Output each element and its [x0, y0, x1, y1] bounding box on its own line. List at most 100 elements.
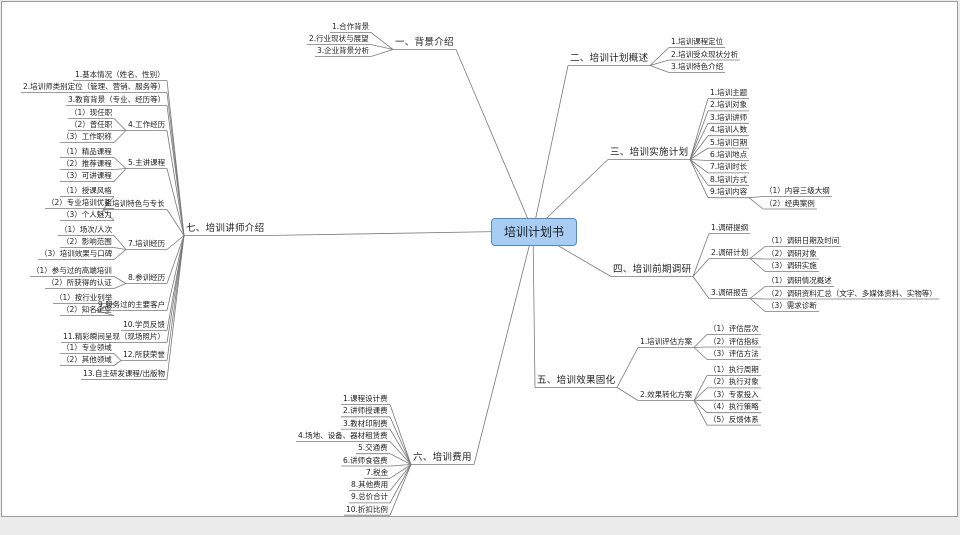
b3-item-9[interactable]: 9.培训内容 [710, 187, 748, 197]
b7-item-5[interactable]: 5.主讲课程 [128, 158, 166, 167]
b7-link-2 [166, 105, 185, 236]
b4-plan-sub-3[interactable]: （3）调研实施 [767, 261, 817, 270]
b6-item-1[interactable]: 1.课程设计费 [343, 394, 388, 403]
b7-sub-6-1[interactable]: （1）授课风格 [62, 186, 112, 195]
b6-item-8[interactable]: 8.其他费用 [351, 480, 389, 490]
b3-item-2[interactable]: 2.培训对象 [710, 100, 748, 110]
b7-sub-4-2[interactable]: （2）曾任职 [70, 120, 113, 129]
b4-item-3[interactable]: 3.调研报告 [711, 288, 749, 297]
b7-sub-8-1[interactable]: （1）参与过的高端培训 [32, 266, 112, 275]
b4-s2-link-2 [749, 258, 766, 272]
b7-item-11[interactable]: 11.精彩瞬间呈现（现场照片） [63, 332, 165, 341]
b7-root-link [265, 230, 534, 236]
b7-sub_7-link-1 [113, 247, 127, 250]
b4-plan-sub-2[interactable]: （2）调研对象 [767, 248, 817, 258]
b6-item-2[interactable]: 2.讲师授课费 [343, 406, 388, 416]
b5-eval-sub-1[interactable]: （1）评估层次 [709, 324, 759, 333]
b1-root-link [455, 49, 534, 232]
b5-transfer-sub-4[interactable]: （4）执行策略 [709, 402, 759, 412]
b6-item-7[interactable]: 7.税金 [366, 467, 389, 477]
b5-s2-link-3 [693, 400, 708, 413]
b3-item-8[interactable]: 8.培训方式 [710, 174, 748, 184]
b7-sub_6-link-0 [102, 196, 115, 210]
b7-sub_7-link-2 [113, 249, 127, 260]
b3-item-7[interactable]: 7.培训时长 [710, 162, 748, 172]
b7-sub-7-1[interactable]: （1）场次/人次 [60, 225, 113, 234]
b5-transfer-sub-3[interactable]: （3）专家投入 [709, 389, 759, 399]
b7-item-10[interactable]: 10.学员反馈 [123, 320, 165, 329]
b5-transfer-sub-5[interactable]: （5）反馈体系 [709, 414, 759, 424]
b1-item-3[interactable]: 3.企业背景分析 [317, 46, 370, 55]
b4-report-sub-2[interactable]: （2）调研资料汇总（文字、多媒体资料、实物等） [767, 288, 937, 298]
b5-eval-sub-3[interactable]: （3）评估方法 [709, 349, 759, 358]
b5-transfer-sub-2[interactable]: （2）执行对象 [709, 377, 759, 387]
b2-item-3[interactable]: 3.培训特色介绍 [671, 62, 724, 71]
b7-sub-5-2[interactable]: （2）推荐课程 [62, 159, 112, 168]
b4-s3-link-0 [749, 286, 766, 299]
b4-item-1[interactable]: 1.调研提纲 [711, 223, 749, 232]
b7-sub-4-3[interactable]: （3）工作职称 [62, 132, 112, 141]
b7-sub-9-1[interactable]: （1）按行业列举 [55, 293, 113, 302]
b7-item-13[interactable]: 13.自主研发课程/出版物 [83, 369, 165, 378]
b4-link-0 [692, 233, 710, 277]
b7-sub-5-1[interactable]: （1）精品课程 [62, 147, 112, 156]
b7-sub-7-2[interactable]: （2）影响范围 [62, 237, 112, 246]
b3-content-sub-1[interactable]: （1）内容三级大纲 [765, 186, 830, 195]
b5-eval-sub-2[interactable]: （2）评估指标 [709, 336, 759, 346]
b5-item-2[interactable]: 2.效果转化方案 [640, 390, 693, 399]
b4-report-sub-1[interactable]: （1）调研情况概述 [767, 276, 832, 285]
b3-content-sub-2[interactable]: （2）经典案例 [765, 198, 815, 208]
b7-link-4 [166, 168, 185, 236]
b3-item-4[interactable]: 4.培训人数 [710, 125, 748, 135]
b4-plan-sub-1[interactable]: （1）调研日期及时间 [767, 236, 840, 245]
b5-transfer-sub-1[interactable]: （1）执行周期 [709, 365, 759, 374]
b2-link-1 [649, 59, 670, 66]
b7-sub-7-3[interactable]: （3）培训效果与口碑 [40, 249, 113, 258]
branch-implementation[interactable]: 三、培训实施计划 [610, 147, 689, 158]
b6-item-10[interactable]: 10.折扣比例 [346, 504, 388, 514]
branch-background[interactable]: 一、背景介绍 [395, 37, 454, 48]
b7-sub-12-2[interactable]: （2）其他领域 [62, 355, 112, 364]
b7-item-7[interactable]: 7.培训经历 [128, 239, 166, 248]
b6-item-5[interactable]: 5.交通费 [358, 443, 388, 453]
b6-item-6[interactable]: 6.讲师食宿费 [343, 455, 388, 465]
b7-sub-9-2[interactable]: （2）知名企业 [62, 305, 112, 314]
b6-item-3[interactable]: 3.教材印制费 [343, 418, 388, 428]
b7-sub-12-1[interactable]: （1）专业领域 [62, 343, 112, 352]
b7-item-4[interactable]: 4.工作经历 [128, 120, 166, 129]
branch-trainer[interactable]: 七、培训讲师介绍 [186, 223, 265, 234]
root-node[interactable]: 培训计划书 [491, 218, 577, 246]
b3-item-1[interactable]: 1.培训主题 [710, 88, 748, 97]
b7-sub-8-2[interactable]: （2）所获得的认证 [47, 278, 112, 287]
b7-item-3[interactable]: 3.教育背景（专业、经历等） [68, 95, 166, 104]
b7-item-8[interactable]: 8.参训经历 [128, 273, 166, 282]
branch-effect[interactable]: 五、培训效果固化 [537, 375, 616, 386]
branch-plan-overview[interactable]: 二、培训计划概述 [570, 53, 649, 64]
b5-item-1[interactable]: 1.培训评估方案 [640, 337, 693, 346]
b3-item-3[interactable]: 3.培训讲师 [710, 112, 748, 122]
b4-report-sub-3[interactable]: （3）需求诊断 [767, 301, 817, 310]
b1-item-2[interactable]: 2.行业现状与展望 [309, 34, 369, 43]
b7-sub-6-2[interactable]: （2）专业培训优势 [47, 198, 112, 207]
b2-item-2[interactable]: 2.培训受众现状分析 [671, 49, 739, 59]
b7-link-12 [166, 235, 185, 380]
b7-item-9[interactable]: 9.服务过的主要客户 [98, 300, 166, 309]
b7-sub-5-3[interactable]: （3）可讲课程 [62, 171, 112, 180]
b7-item-6[interactable]: 6.培训特色与专长 [105, 199, 165, 208]
branch-research[interactable]: 四、培训前期调研 [613, 264, 692, 275]
b7-item-1[interactable]: 1.基本情况（姓名、性别） [75, 70, 165, 79]
b6-item-9[interactable]: 9.总价合计 [351, 492, 389, 502]
b4-item-2[interactable]: 2.调研计划 [711, 248, 749, 257]
b7-item-2[interactable]: 2.培训师类别定位（管理、营销、服务等） [23, 82, 166, 91]
b6-item-4[interactable]: 4.场地、设备、器材租赁费 [298, 430, 388, 440]
b1-item-1[interactable]: 1.合作背景 [332, 22, 370, 31]
b2-item-1[interactable]: 1.培训课程定位 [671, 37, 724, 46]
b7-item-12[interactable]: 12.所获荣誉 [123, 350, 165, 359]
b5-s2-link-0 [693, 375, 708, 401]
b5-root-link [532, 230, 536, 388]
b7-sub-6-3[interactable]: （3）个人魅力 [62, 210, 112, 219]
b3-item-5[interactable]: 5.培训日期 [710, 137, 748, 147]
b3-item-6[interactable]: 6.培训地点 [710, 150, 748, 159]
branch-cost[interactable]: 六、培训费用 [413, 452, 472, 463]
b7-sub-4-1[interactable]: （1）现任职 [70, 108, 113, 117]
